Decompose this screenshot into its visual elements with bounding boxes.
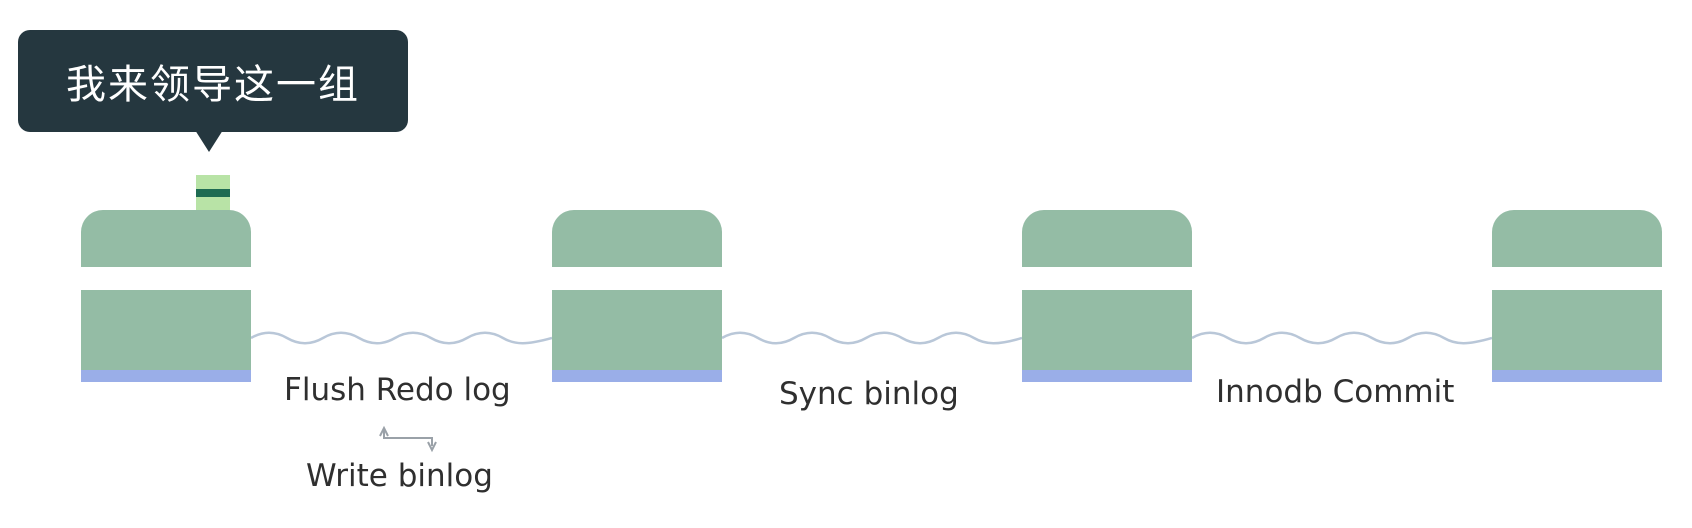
stage-block-4-top [1492, 210, 1662, 267]
stage-block-4-base [1492, 370, 1662, 382]
label-write-binlog: Write binlog [306, 458, 493, 494]
wave-connector-1 [251, 331, 552, 345]
callout-bubble: 我来领导这一组 [18, 30, 408, 132]
leader-token-band [196, 189, 230, 197]
stage-block-3-top [1022, 210, 1192, 267]
wave-connector-3 [1192, 331, 1492, 345]
stage-block-3-base [1022, 370, 1192, 382]
stage-block-1-body [81, 290, 251, 370]
stage-block-2-top [552, 210, 722, 267]
callout-text: 我来领导这一组 [66, 62, 360, 108]
stage-block-2-base [552, 370, 722, 382]
label-innodb-commit: Innodb Commit [1216, 374, 1455, 410]
leader-token-icon [196, 175, 230, 211]
stage-block-1-base [81, 370, 251, 382]
stage-block-3 [1022, 210, 1192, 382]
stage-block-3-body [1022, 290, 1192, 370]
stage-block-4-body [1492, 290, 1662, 370]
label-flush-redo-log: Flush Redo log [284, 372, 511, 408]
stage-block-1-top [81, 210, 251, 267]
label-sync-binlog: Sync binlog [779, 376, 959, 412]
stage-block-1 [81, 210, 251, 382]
transition-arrow-icon [379, 425, 437, 453]
stage-block-4 [1492, 210, 1662, 382]
stage-block-2-body [552, 290, 722, 370]
wave-connector-2 [722, 331, 1022, 345]
stage-block-2 [552, 210, 722, 382]
callout-pointer [195, 130, 223, 152]
